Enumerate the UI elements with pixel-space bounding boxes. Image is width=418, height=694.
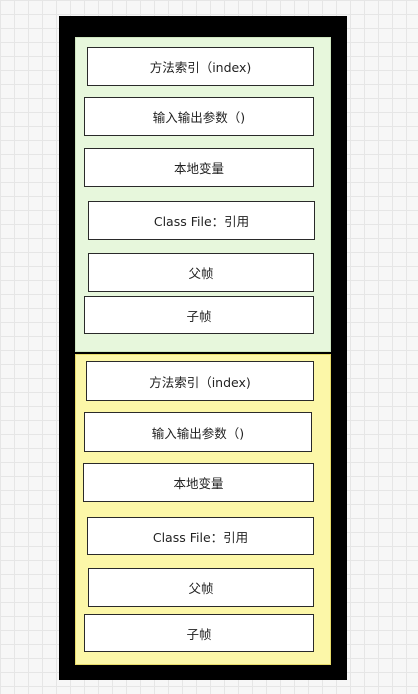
frame-row-parent-frame: 父帧 — [88, 253, 314, 292]
frame-row-parent-frame: 父帧 — [88, 568, 314, 607]
frame-row-method-index: 方法索引（index) — [87, 47, 314, 86]
frame-row-label: 子帧 — [186, 626, 212, 642]
frame-row-label: 本地变量 — [173, 476, 224, 491]
stack-frame-top: 方法索引（index) 输入输出参数（) 本地变量 Class File：引用 … — [75, 37, 331, 352]
frame-row-label: 父帧 — [188, 266, 214, 281]
frame-row-io-params: 输入输出参数（) — [84, 97, 314, 136]
frame-row-label: 子帧 — [186, 308, 212, 324]
frame-row-io-params: 输入输出参数（) — [84, 412, 312, 452]
frame-row-label: 父帧 — [188, 581, 214, 596]
frame-row-label: 输入输出参数（) — [152, 110, 246, 125]
frame-row-label: 方法索引（index) — [149, 374, 251, 390]
frame-row-local-vars: 本地变量 — [84, 148, 314, 187]
stack-container: 方法索引（index) 输入输出参数（) 本地变量 Class File：引用 … — [59, 16, 347, 680]
frame-row-class-file-ref: Class File：引用 — [88, 201, 315, 240]
frame-row-label: 本地变量 — [173, 161, 224, 176]
stack-frame-bottom: 方法索引（index) 输入输出参数（) 本地变量 Class File：引用 … — [75, 354, 331, 665]
frame-row-local-vars: 本地变量 — [83, 463, 314, 502]
frame-row-label: 方法索引（index) — [149, 60, 252, 75]
frame-row-child-frame: 子帧 — [84, 614, 314, 652]
frame-row-label: Class File：引用 — [152, 529, 249, 545]
frame-row-class-file-ref: Class File：引用 — [87, 517, 314, 555]
frame-row-label: 输入输出参数（) — [151, 425, 245, 441]
frame-row-child-frame: 子帧 — [84, 296, 314, 334]
frame-row-method-index: 方法索引（index) — [86, 361, 314, 401]
frame-row-label: Class File：引用 — [153, 214, 250, 229]
